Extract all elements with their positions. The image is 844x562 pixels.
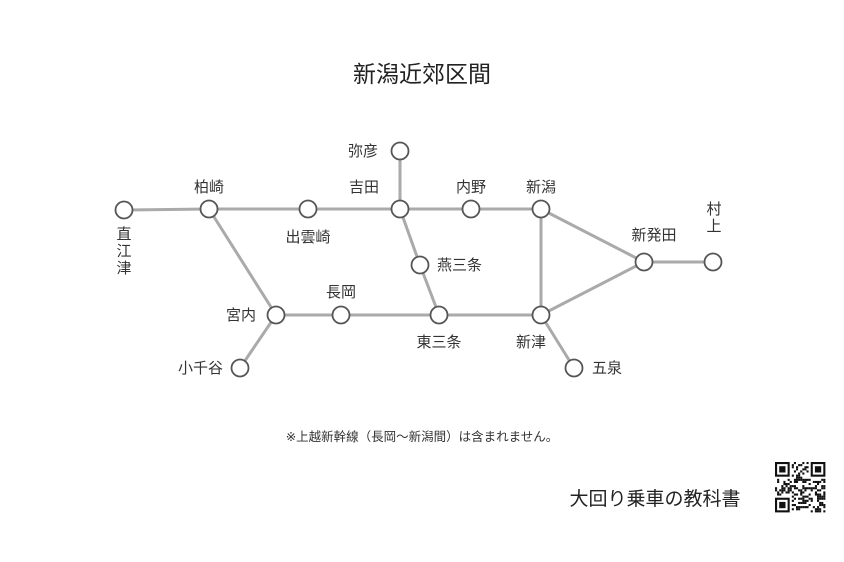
rail-segment-kashiwazaki-miyauchi [207,207,278,317]
rail-segment-niitsu-gosen [539,313,576,370]
station-shibata[interactable] [634,252,654,272]
station-naoetsu[interactable] [114,200,134,220]
station-uchino[interactable] [461,199,481,219]
rail-segment-yoshida-tsubamesanjo [398,207,422,267]
station-yoshida[interactable] [390,199,410,219]
station-ojiya[interactable] [230,358,250,378]
rail-segment-niigata-shibata [539,207,646,264]
station-label-shibata: 新発田 [631,226,676,244]
station-niigata[interactable] [531,199,551,219]
station-label-tsubamesanjo: 燕三条 [437,256,482,274]
station-label-ojiya: 小千谷 [178,359,223,377]
rail-segment-naoetsu-kashiwazaki [122,207,211,212]
station-nagaoka[interactable] [331,305,351,325]
station-label-nagaoka: 長岡 [326,283,356,301]
qr-code-icon[interactable] [774,461,826,513]
station-label-miyauchi: 宮内 [226,306,256,324]
station-izumozaki[interactable] [298,199,318,219]
station-tsubamesanjo[interactable] [410,255,430,275]
station-miyauchi[interactable] [266,305,286,325]
station-label-uchino: 内野 [456,178,486,196]
station-higashisanjo[interactable] [429,305,449,325]
station-label-yahiko: 弥彦 [348,142,378,160]
station-label-niitsu: 新津 [516,333,546,351]
station-label-higashisanjo: 東三条 [416,333,461,351]
station-label-kashiwazaki: 柏崎 [194,178,224,196]
station-label-niigata: 新潟 [526,178,556,196]
station-murakami[interactable] [703,252,723,272]
station-label-gosen: 五泉 [592,359,622,377]
stations [114,141,723,378]
station-kashiwazaki[interactable] [199,199,219,219]
station-label-yoshida: 吉田 [349,178,379,196]
station-yahiko[interactable] [390,141,410,161]
station-gosen[interactable] [564,358,584,378]
brand-name: 大回り乗車の教科書 [569,488,740,510]
map-title: 新潟近郊区間 [353,62,491,88]
station-label-izumozaki: 出雲崎 [285,228,330,246]
footnote: ※上越新幹線（長岡～新潟間）は含まれません。 [286,429,559,444]
station-niitsu[interactable] [531,305,551,325]
station-label-murakami: 村上 [706,200,721,235]
rail-segment-miyauchi-ojiya [238,313,278,370]
rail-segment-niitsu-shibata [539,260,646,317]
station-label-naoetsu: 直江津 [116,225,131,277]
